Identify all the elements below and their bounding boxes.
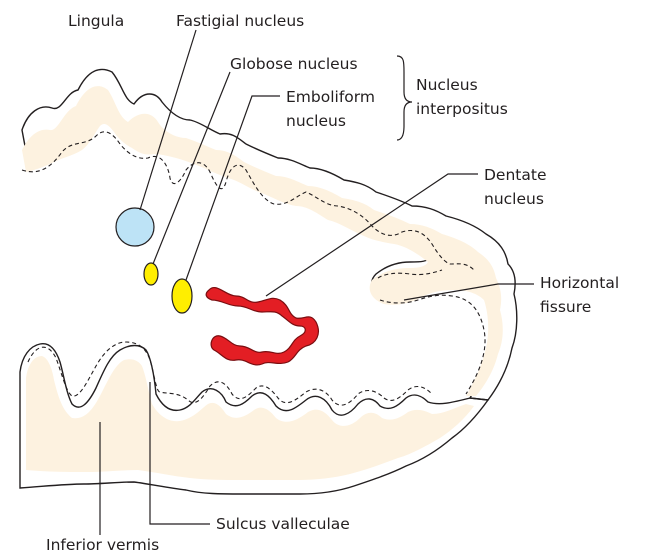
label-interpositus-line1: Nucleus xyxy=(416,76,478,94)
upper-white-matter xyxy=(22,86,503,396)
label-interpositus-line2: interpositus xyxy=(416,100,508,118)
interpositus-brace xyxy=(397,56,412,140)
label-emboliform-line1: Emboliform xyxy=(286,88,375,106)
label-horizontal-line2: fissure xyxy=(540,298,591,316)
globose-nucleus xyxy=(144,263,158,285)
label-fastigial: Fastigial nucleus xyxy=(176,12,304,30)
label-lingula: Lingula xyxy=(68,12,124,30)
label-dentate-line2: nucleus xyxy=(484,190,544,208)
upper-cortex xyxy=(22,69,517,400)
lower-cortex xyxy=(20,344,488,494)
label-sulcus: Sulcus valleculae xyxy=(216,515,350,533)
label-dentate-line1: Dentate xyxy=(484,166,546,184)
label-horizontal-line1: Horizontal xyxy=(540,274,619,292)
fastigial-nucleus xyxy=(116,208,154,246)
label-inferior-vermis: Inferior vermis xyxy=(46,536,159,554)
dentate-nucleus xyxy=(206,288,318,365)
lower-white-matter xyxy=(26,356,474,480)
emboliform-nucleus xyxy=(172,279,192,313)
label-globose: Globose nucleus xyxy=(230,55,358,73)
upper-dashed-boundary xyxy=(22,132,474,270)
label-emboliform-line2: nucleus xyxy=(286,112,346,130)
